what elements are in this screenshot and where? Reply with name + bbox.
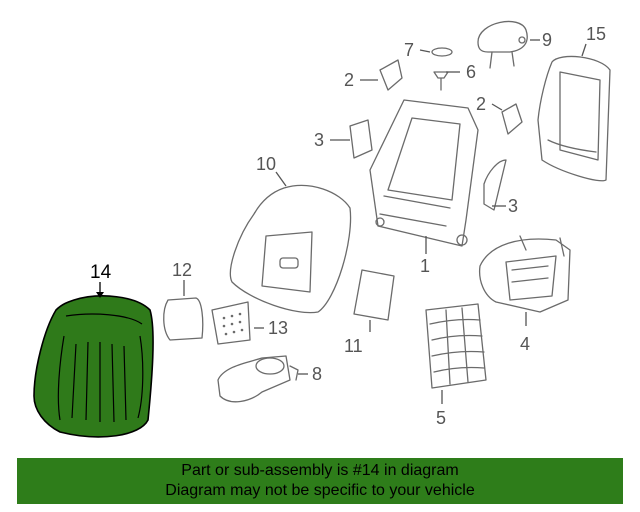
part-14-seat-cover[interactable] <box>33 295 154 438</box>
callout-5[interactable]: 5 <box>436 408 446 428</box>
leader-15 <box>581 43 587 57</box>
leader-10 <box>275 171 287 187</box>
callout-2a[interactable]: 2 <box>344 70 354 90</box>
callout-8[interactable]: 8 <box>312 364 322 384</box>
info-banner: Part or sub-assembly is #14 in diagram D… <box>17 458 623 504</box>
part-8-blower[interactable] <box>217 355 299 403</box>
callout-11[interactable]: 11 <box>344 336 363 356</box>
callout-13[interactable]: 13 <box>268 318 288 338</box>
callout-2b[interactable]: 2 <box>476 94 486 114</box>
part-15-back-panel[interactable] <box>537 55 611 182</box>
part-3-trim-left[interactable] <box>349 119 373 159</box>
callout-6[interactable]: 6 <box>466 62 476 82</box>
part-2-clip-left[interactable] <box>379 59 403 91</box>
callout-4[interactable]: 4 <box>520 334 530 354</box>
callout-9[interactable]: 9 <box>542 30 552 50</box>
part-9-headrest[interactable] <box>477 20 528 69</box>
callout-10[interactable]: 10 <box>256 154 276 174</box>
callout-3b[interactable]: 3 <box>508 196 518 216</box>
part-10-back-panel[interactable] <box>229 184 352 314</box>
callout-15[interactable]: 15 <box>586 24 606 44</box>
part-13-heater-mat[interactable] <box>211 301 251 345</box>
part-3-trim-right[interactable] <box>483 159 507 211</box>
banner-line-2: Diagram may not be specific to your vehi… <box>165 482 475 499</box>
part-2-clip-right[interactable] <box>501 103 523 135</box>
leader-2b <box>491 103 503 111</box>
callout-12[interactable]: 12 <box>172 260 192 280</box>
part-7-washer[interactable] <box>431 47 453 57</box>
leader-14-arrowhead <box>96 292 104 298</box>
callout-1[interactable]: 1 <box>420 256 430 276</box>
part-5-spring-mat[interactable] <box>425 303 487 389</box>
parts-diagram: 9 15 7 6 2 2 3 3 <box>33 20 611 438</box>
part-12-pad[interactable] <box>163 297 204 341</box>
leader-7 <box>419 49 431 53</box>
part-11-card[interactable] <box>353 269 395 321</box>
callout-3a[interactable]: 3 <box>314 130 324 150</box>
callout-7[interactable]: 7 <box>404 40 414 60</box>
part-4-lumbar[interactable] <box>478 235 571 313</box>
part-6-fastener[interactable] <box>433 71 449 91</box>
part-1-seat-frame[interactable] <box>369 99 479 247</box>
callout-14[interactable]: 14 <box>90 262 112 283</box>
banner-line-1: Part or sub-assembly is #14 in diagram <box>181 462 459 479</box>
